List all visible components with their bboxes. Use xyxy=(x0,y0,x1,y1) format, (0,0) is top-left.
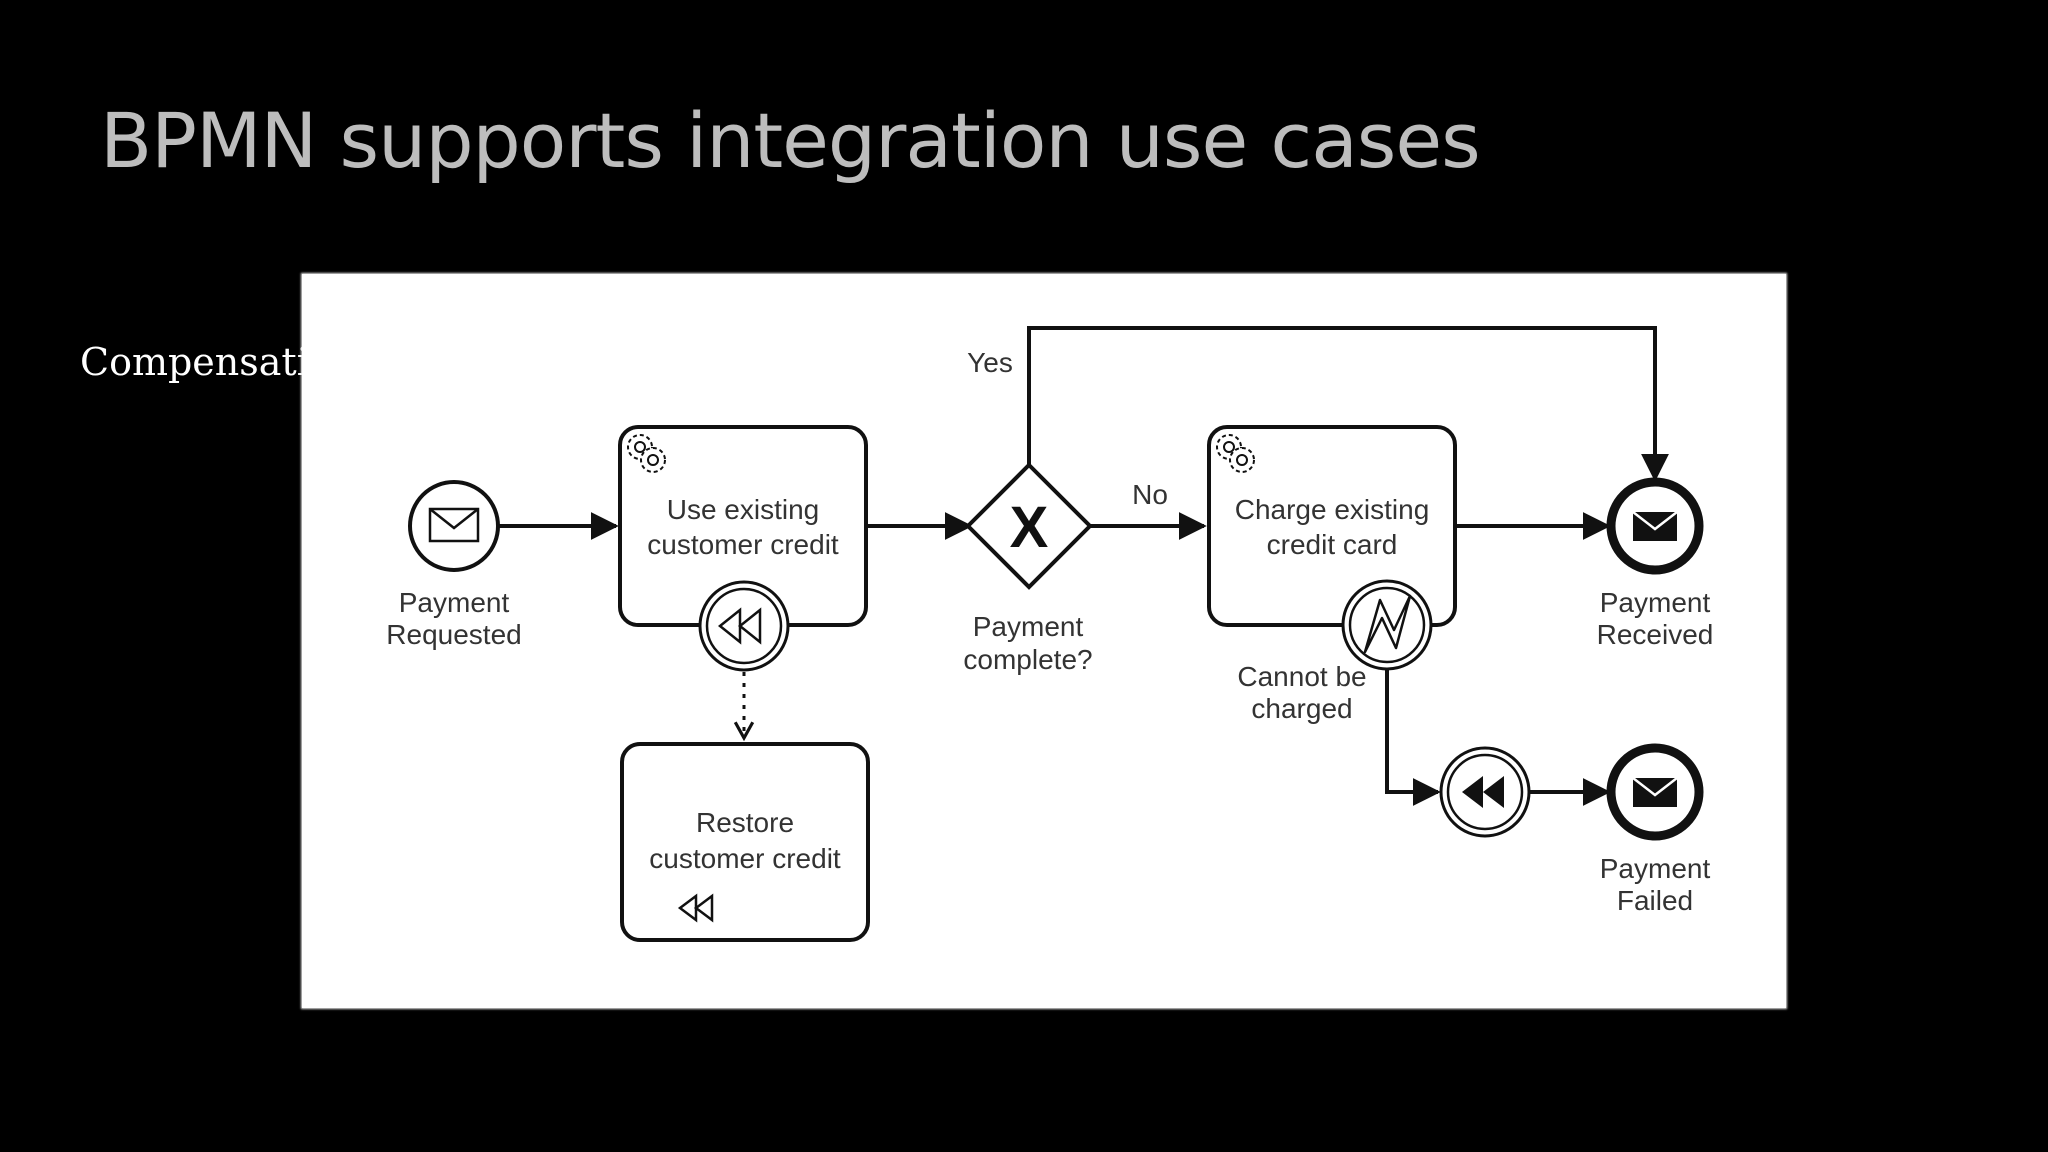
start-event-label-line1: Payment xyxy=(399,587,510,618)
exclusive-gateway[interactable]: X xyxy=(965,462,1093,590)
rewind-filled-icon xyxy=(1462,776,1504,808)
compensation-marker-icon xyxy=(677,893,714,923)
gateway-label-line2: complete? xyxy=(963,644,1092,675)
end-received-label-line1: Payment xyxy=(1600,587,1711,618)
task-charge-line2: credit card xyxy=(1267,529,1398,560)
flow-no-label: No xyxy=(1132,479,1168,510)
error-label-line2: charged xyxy=(1251,693,1352,724)
envelope-filled-icon xyxy=(1632,511,1678,541)
rewind-icon xyxy=(717,607,762,645)
compensation-throw-event[interactable] xyxy=(1439,746,1531,838)
gear-icon xyxy=(1216,434,1255,473)
gateway-label-line1: Payment xyxy=(973,611,1084,642)
task-restore-credit[interactable]: Restore customer credit xyxy=(620,742,870,942)
error-label-line1: Cannot be xyxy=(1237,661,1366,692)
flow-error-to-throw xyxy=(1385,666,1441,806)
end-event-received[interactable] xyxy=(1606,477,1704,575)
envelope-icon xyxy=(428,507,480,543)
flow-yes-label: Yes xyxy=(967,347,1013,378)
bpmn-diagram: Payment Requested Use existing customer … xyxy=(386,326,1714,942)
diagram-canvas: Payment Requested Use existing customer … xyxy=(302,274,1786,1008)
error-boundary-event[interactable] xyxy=(1341,579,1433,671)
task-use-credit-line2: customer credit xyxy=(647,529,839,560)
envelope-filled-icon xyxy=(1632,777,1678,807)
slide-title: BPMN supports integration use cases xyxy=(100,96,1481,185)
gear-icon xyxy=(627,434,666,473)
end-event-failed[interactable] xyxy=(1606,743,1704,841)
task-use-existing-credit[interactable]: Use existing customer credit xyxy=(618,425,868,627)
task-charge-credit-card[interactable]: Charge existing credit card xyxy=(1207,425,1457,627)
task-restore-line1: Restore xyxy=(696,807,794,838)
compensation-boundary-event[interactable] xyxy=(698,580,790,672)
task-charge-line1: Charge existing xyxy=(1235,494,1430,525)
flow-yes xyxy=(1027,326,1669,482)
lightning-icon xyxy=(1363,594,1412,654)
end-failed-label-line2: Failed xyxy=(1617,885,1693,916)
start-event-label-line2: Requested xyxy=(386,619,521,650)
task-use-credit-line1: Use existing xyxy=(667,494,820,525)
end-failed-label-line1: Payment xyxy=(1600,853,1711,884)
gateway-x-icon: X xyxy=(1010,495,1049,560)
end-received-label-line2: Received xyxy=(1597,619,1714,650)
start-event[interactable] xyxy=(408,480,500,572)
task-restore-line2: customer credit xyxy=(649,843,841,874)
